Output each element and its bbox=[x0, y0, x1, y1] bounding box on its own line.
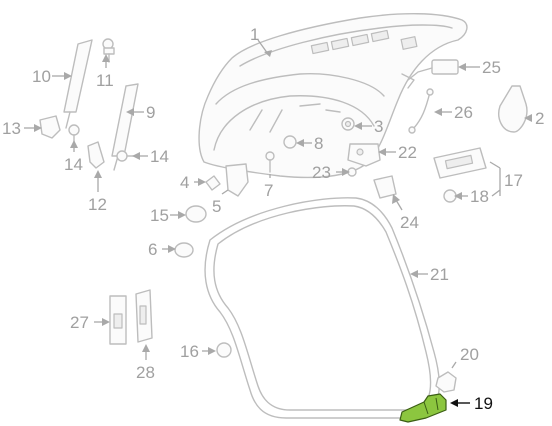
part-boot-2 bbox=[498, 85, 528, 133]
callout-28: 28 bbox=[136, 363, 155, 382]
callout-9: 9 bbox=[146, 103, 155, 122]
part-bracket-13 bbox=[39, 115, 61, 139]
callout-26: 26 bbox=[454, 103, 473, 122]
callout-labels: 1 2 3 4 5 6 7 8 9 10 11 12 13 14 14 15 1… bbox=[2, 25, 544, 413]
part-hinge-5 bbox=[225, 163, 249, 197]
part-plug-6 bbox=[174, 242, 194, 258]
callout-3: 3 bbox=[374, 117, 383, 136]
part-rod-26 bbox=[408, 88, 434, 134]
callout-25: 25 bbox=[482, 58, 501, 77]
part-handle-17 bbox=[433, 147, 487, 179]
part-bracket-28 bbox=[135, 289, 153, 343]
callout-6: 6 bbox=[148, 240, 157, 259]
part-plug-16 bbox=[216, 342, 232, 358]
callout-5: 5 bbox=[212, 197, 221, 216]
callout-17: 17 bbox=[504, 171, 523, 190]
part-bracket-19-highlighted[interactable] bbox=[399, 393, 447, 423]
callout-22: 22 bbox=[398, 143, 417, 162]
part-strut-10 bbox=[63, 39, 93, 129]
callout-19[interactable]: 19 bbox=[474, 394, 493, 413]
callout-14b: 14 bbox=[150, 147, 169, 166]
part-ball-stud-11 bbox=[102, 38, 115, 63]
part-bumper-8 bbox=[283, 135, 297, 149]
callout-11: 11 bbox=[96, 71, 114, 90]
callout-14a: 14 bbox=[64, 155, 83, 174]
callout-10: 10 bbox=[32, 67, 51, 86]
callout-16: 16 bbox=[180, 342, 199, 361]
part-clip-3 bbox=[341, 117, 355, 131]
part-latch-22 bbox=[347, 143, 381, 167]
part-bracket-12 bbox=[87, 141, 105, 169]
part-nut-20 bbox=[435, 371, 457, 393]
part-bolt-14b bbox=[116, 150, 137, 162]
callout-24: 24 bbox=[400, 213, 419, 232]
callout-2: 2 bbox=[535, 109, 544, 128]
callout-23: 23 bbox=[312, 163, 331, 182]
callout-12: 12 bbox=[88, 195, 107, 214]
part-bracket-27 bbox=[109, 295, 127, 345]
callout-8: 8 bbox=[314, 134, 323, 153]
part-striker-24 bbox=[373, 175, 397, 199]
part-screw-7 bbox=[265, 151, 275, 173]
callout-4: 4 bbox=[180, 173, 189, 192]
part-plug-15 bbox=[185, 205, 207, 223]
callout-15: 15 bbox=[150, 206, 169, 225]
callout-21: 21 bbox=[430, 265, 449, 284]
part-weatherstrip-21 bbox=[204, 197, 440, 419]
callout-18: 18 bbox=[470, 187, 489, 206]
callout-1: 1 bbox=[250, 25, 259, 44]
callout-27: 27 bbox=[70, 313, 89, 332]
leader-lines bbox=[24, 39, 532, 407]
part-module-25 bbox=[401, 59, 459, 89]
part-bumper-4 bbox=[205, 175, 221, 191]
part-liftgate bbox=[198, 13, 468, 179]
callout-13: 13 bbox=[2, 119, 21, 138]
callout-7: 7 bbox=[264, 181, 273, 200]
callout-20: 20 bbox=[460, 345, 479, 364]
